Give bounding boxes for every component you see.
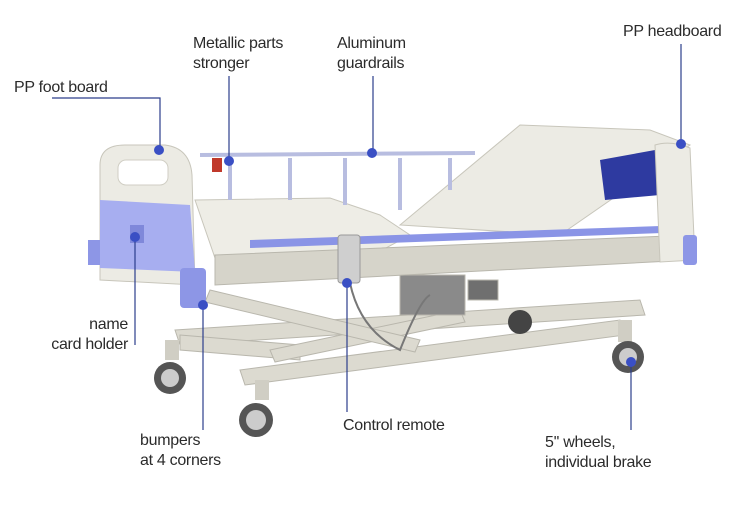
label-metallic-parts: Metallic parts stronger [193,34,283,74]
label-wheels: 5'' wheels, individual brake [545,433,652,473]
label-control-remote: Control remote [343,417,445,434]
label-bumpers: bumpers at 4 corners [140,431,221,471]
label-foot-board: PP foot board [14,79,108,96]
label-line: name [89,316,128,333]
head-board [654,142,697,265]
bed-base [174,274,646,386]
foot-board [88,144,206,308]
label-line: Metallic parts [193,35,284,52]
callout-lines [52,44,682,430]
control-remote [337,234,431,352]
label-line: individual brake [545,454,652,471]
wheels [154,310,644,437]
label-name-card-holder: name card holder [30,315,128,355]
label-headboard: PP headboard [623,23,722,40]
bed-platform [194,124,692,286]
callout-dots [130,139,686,367]
label-line: guardrails [337,55,405,72]
label-line: card holder [51,336,128,353]
label-line: bumpers [140,432,201,449]
label-line: Aluminum [337,35,406,52]
label-line: 5'' wheels, [545,434,616,451]
label-line: stronger [193,55,250,72]
label-line: at 4 corners [140,452,221,469]
label-guardrails: Aluminum guardrails [337,34,406,74]
